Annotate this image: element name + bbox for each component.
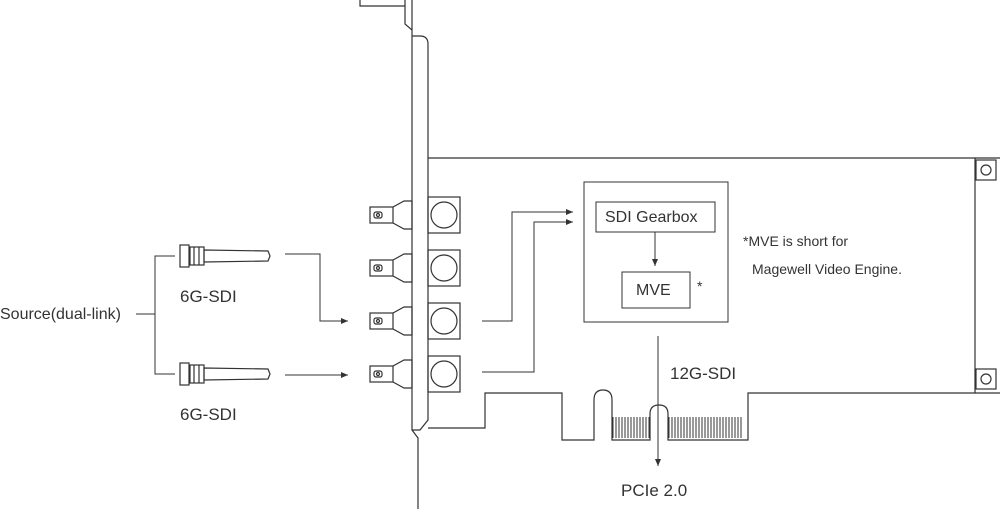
output-label: 12G-SDI — [670, 364, 736, 383]
mounting-hole-top — [975, 159, 997, 181]
mve-asterisk: * — [697, 278, 703, 294]
mounting-bracket — [359, 0, 429, 509]
bnc-connector — [369, 196, 461, 234]
mve-label: MVE — [636, 282, 671, 299]
note-line-1: *MVE is short for — [743, 233, 848, 249]
bnc-connector — [369, 302, 461, 340]
gearbox-label: SDI Gearbox — [605, 209, 697, 226]
processing-block — [583, 181, 729, 323]
note-line-2: Magewell Video Engine. — [752, 261, 902, 277]
input-label-bottom: 6G-SDI — [180, 405, 237, 424]
bnc-connectors — [369, 196, 461, 393]
pcb-board — [428, 157, 1000, 441]
input-signal-lines — [285, 253, 348, 378]
bus-label: PCIe 2.0 — [621, 481, 687, 500]
input-label-top: 6G-SDI — [180, 287, 237, 306]
sdi-cable-bottom — [179, 362, 271, 386]
output-signal-lines — [482, 209, 573, 373]
sdi-cable-top — [179, 244, 271, 268]
source-label: Source(dual-link) — [0, 306, 121, 323]
source-bracket — [136, 255, 175, 375]
mounting-hole-bottom — [975, 368, 997, 390]
bnc-connector — [369, 249, 461, 287]
bnc-connector — [369, 355, 461, 393]
pcie-edge-connector — [612, 417, 742, 438]
